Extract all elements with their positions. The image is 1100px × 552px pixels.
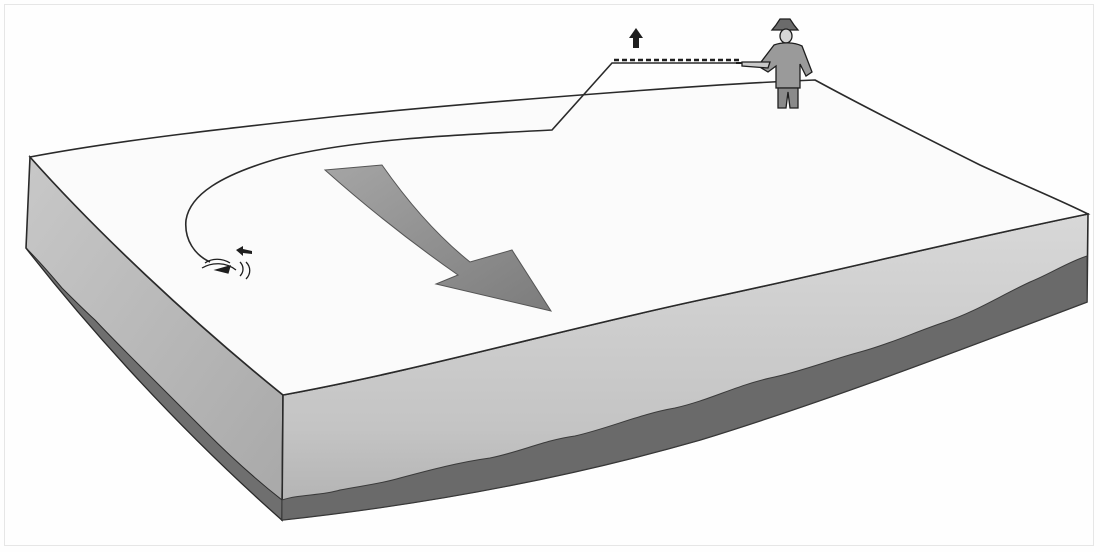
mend-up-arrow-icon [629,28,643,48]
